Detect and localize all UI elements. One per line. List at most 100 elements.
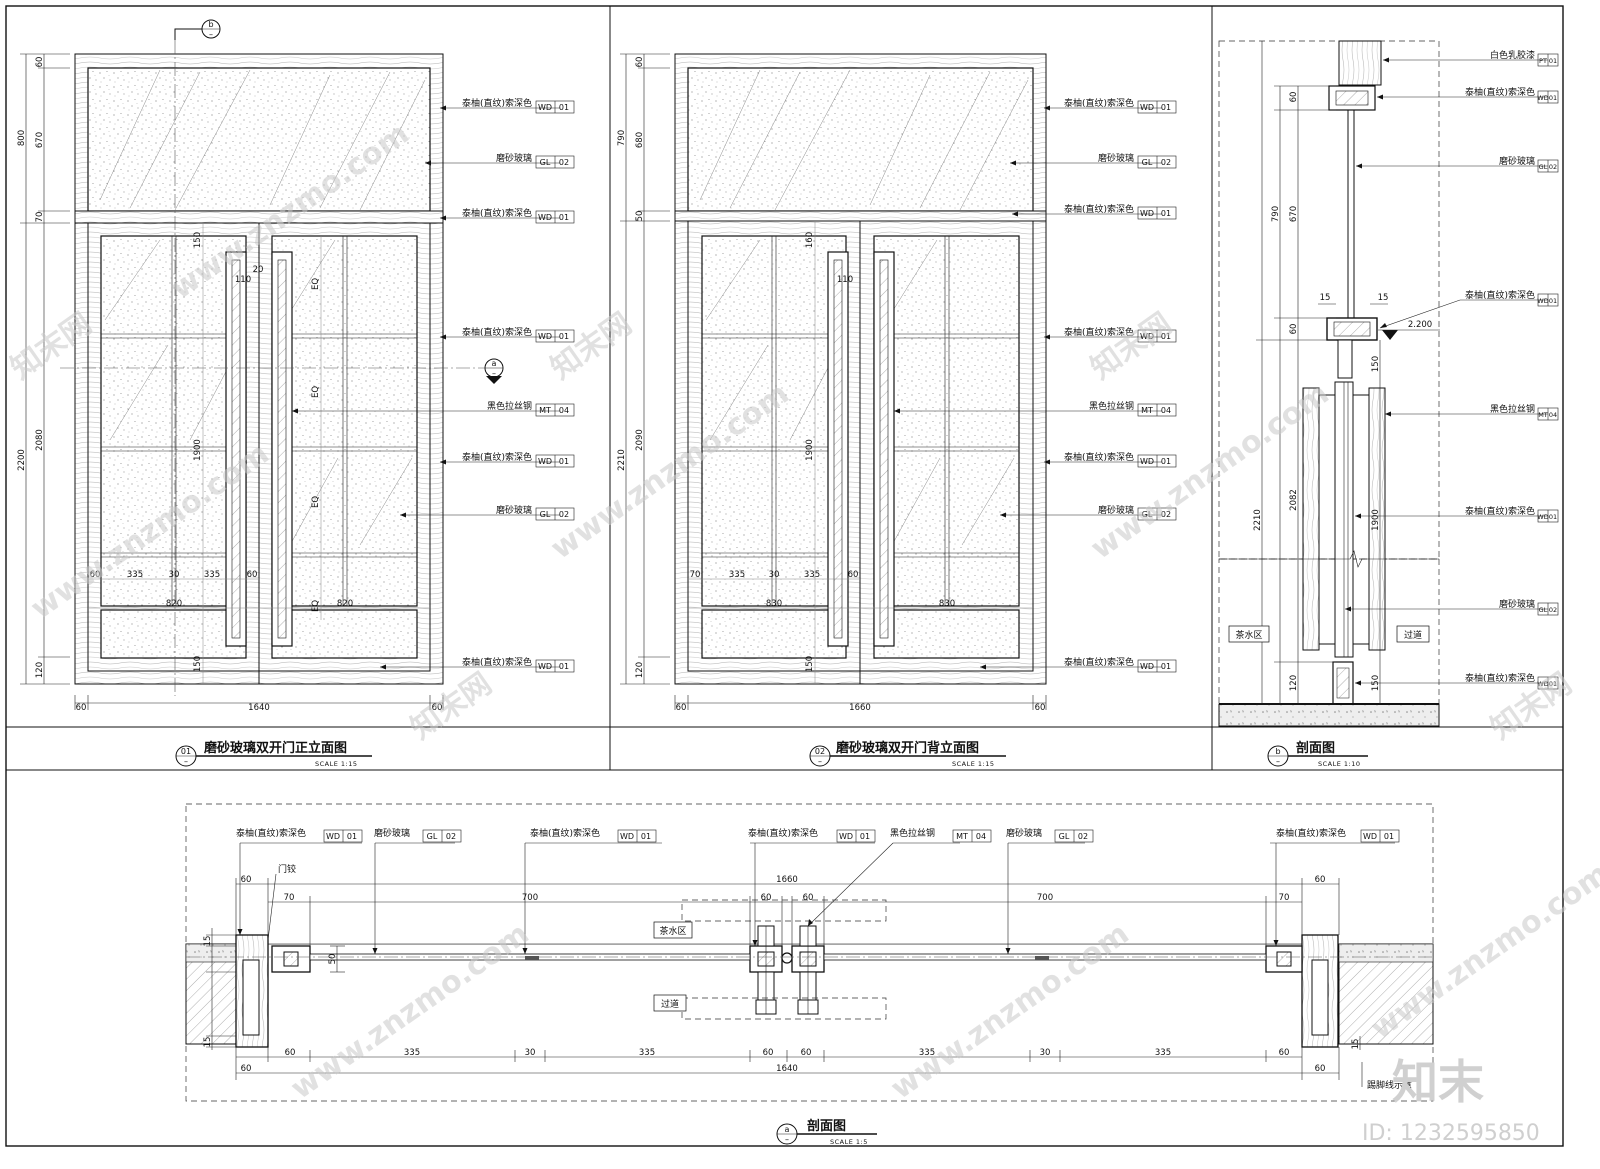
svg-text:01: 01: [1549, 57, 1557, 65]
svg-text:01: 01: [1161, 332, 1171, 341]
svg-text:60: 60: [1289, 324, 1299, 335]
svg-text:700: 700: [1037, 893, 1053, 903]
svg-text:WD: WD: [1363, 832, 1377, 841]
svg-text:04: 04: [559, 406, 569, 415]
svg-text:WD: WD: [1537, 94, 1548, 102]
svg-text:335: 335: [1155, 1048, 1171, 1058]
svg-text:30: 30: [1040, 1048, 1051, 1058]
svg-text:15: 15: [203, 936, 213, 947]
svg-text:02: 02: [815, 747, 825, 756]
svg-text:剖面图: 剖面图: [1296, 740, 1335, 756]
svg-text:60: 60: [763, 1048, 774, 1058]
svg-text:泰柚(直纹)索深色: 泰柚(直纹)索深色: [462, 326, 532, 338]
svg-text:a: a: [785, 1125, 790, 1134]
svg-text:WD: WD: [538, 103, 552, 112]
svg-text:790: 790: [1271, 206, 1281, 222]
svg-text:150: 150: [805, 656, 815, 672]
svg-text:GL: GL: [1539, 606, 1548, 614]
svg-text:–: –: [1276, 757, 1280, 766]
svg-text:02: 02: [1549, 163, 1557, 171]
svg-text:EQ: EQ: [311, 278, 321, 290]
svg-text:WD: WD: [538, 457, 552, 466]
svg-text:剖面图: 剖面图: [807, 1118, 846, 1134]
svg-text:335: 335: [804, 570, 820, 580]
svg-text:白色乳胶漆: 白色乳胶漆: [1490, 49, 1535, 61]
svg-text:泰柚(直纹)索深色: 泰柚(直纹)索深色: [1465, 505, 1535, 517]
svg-text:60: 60: [1035, 703, 1046, 713]
svg-text:GL: GL: [1142, 158, 1153, 167]
svg-text:150: 150: [1371, 356, 1381, 372]
svg-text:泰柚(直纹)索深色: 泰柚(直纹)索深色: [1465, 672, 1535, 684]
svg-text:02: 02: [1161, 158, 1171, 167]
svg-text:50: 50: [635, 211, 645, 222]
svg-text:01: 01: [559, 332, 569, 341]
svg-text:02: 02: [446, 832, 456, 841]
svg-text:过道: 过道: [661, 998, 679, 1010]
svg-text:30: 30: [525, 1048, 536, 1058]
svg-text:WD: WD: [1537, 513, 1548, 521]
svg-text:60: 60: [90, 570, 101, 580]
svg-text:335: 335: [404, 1048, 420, 1058]
svg-text:茶水区: 茶水区: [1235, 629, 1262, 641]
svg-text:70: 70: [690, 570, 701, 580]
svg-text:150: 150: [193, 656, 203, 672]
svg-text:04: 04: [1161, 406, 1171, 415]
svg-text:680: 680: [635, 132, 645, 148]
svg-text:01: 01: [641, 832, 651, 841]
svg-text:60: 60: [803, 893, 814, 903]
panel-title-01: 01 – 磨砂玻璃双开门正立面图 SCALE 1:15: [175, 740, 372, 768]
svg-text:04: 04: [976, 832, 986, 841]
svg-text:泰柚(直纹)索深色: 泰柚(直纹)索深色: [1465, 86, 1535, 98]
svg-text:335: 335: [127, 570, 143, 580]
svg-text:GL: GL: [540, 510, 551, 519]
svg-text:01: 01: [559, 457, 569, 466]
svg-text:01: 01: [1549, 680, 1557, 688]
transom-glass: [87, 67, 431, 212]
svg-text:–: –: [785, 1135, 789, 1144]
svg-text:02: 02: [559, 510, 569, 519]
svg-text:黑色拉丝钢: 黑色拉丝钢: [890, 827, 935, 839]
svg-text:60: 60: [801, 1048, 812, 1058]
svg-text:2082: 2082: [1289, 489, 1299, 511]
svg-text:70: 70: [1279, 893, 1290, 903]
svg-text:MT: MT: [1538, 411, 1548, 419]
svg-text:磨砂玻璃: 磨砂玻璃: [374, 827, 410, 839]
svg-text:黑色拉丝钢: 黑色拉丝钢: [1089, 400, 1134, 412]
svg-text:磨砂玻璃: 磨砂玻璃: [496, 504, 532, 516]
svg-text:335: 335: [729, 570, 745, 580]
svg-text:WD: WD: [1140, 662, 1154, 671]
svg-text:泰柚(直纹)索深色: 泰柚(直纹)索深色: [748, 827, 818, 839]
svg-text:泰柚(直纹)索深色: 泰柚(直纹)索深色: [530, 827, 600, 839]
svg-text:60: 60: [1315, 875, 1326, 885]
svg-text:–: –: [184, 757, 188, 766]
svg-text:60: 60: [676, 703, 687, 713]
svg-text:335: 335: [639, 1048, 655, 1058]
svg-text:01: 01: [1549, 297, 1557, 305]
svg-text:160: 160: [805, 232, 815, 248]
svg-text:WD: WD: [538, 213, 552, 222]
svg-text:15: 15: [1351, 1039, 1361, 1050]
svg-text:01: 01: [1161, 209, 1171, 218]
svg-text:1660: 1660: [849, 703, 871, 713]
svg-text:泰柚(直纹)索深色: 泰柚(直纹)索深色: [236, 827, 306, 839]
svg-text:WD: WD: [1140, 209, 1154, 218]
svg-text:WD: WD: [1140, 457, 1154, 466]
svg-text:20: 20: [253, 265, 264, 275]
svg-text:01: 01: [347, 832, 357, 841]
svg-text:01: 01: [1549, 513, 1557, 521]
svg-text:110: 110: [837, 275, 853, 285]
svg-text:WD: WD: [538, 662, 552, 671]
svg-text:01: 01: [1549, 94, 1557, 102]
svg-text:茶水区: 茶水区: [659, 925, 686, 937]
svg-text:磨砂玻璃双开门背立面图: 磨砂玻璃双开门背立面图: [836, 740, 979, 756]
svg-text:WD: WD: [538, 332, 552, 341]
svg-text:60: 60: [241, 1064, 252, 1074]
svg-text:磨砂玻璃: 磨砂玻璃: [1006, 827, 1042, 839]
svg-text:WD: WD: [326, 832, 340, 841]
svg-text:60: 60: [761, 893, 772, 903]
svg-text:EQ: EQ: [311, 386, 321, 398]
svg-text:磨砂玻璃: 磨砂玻璃: [1098, 152, 1134, 164]
svg-text:–: –: [209, 30, 213, 39]
svg-text:泰柚(直纹)索深色: 泰柚(直纹)索深色: [1064, 451, 1134, 463]
